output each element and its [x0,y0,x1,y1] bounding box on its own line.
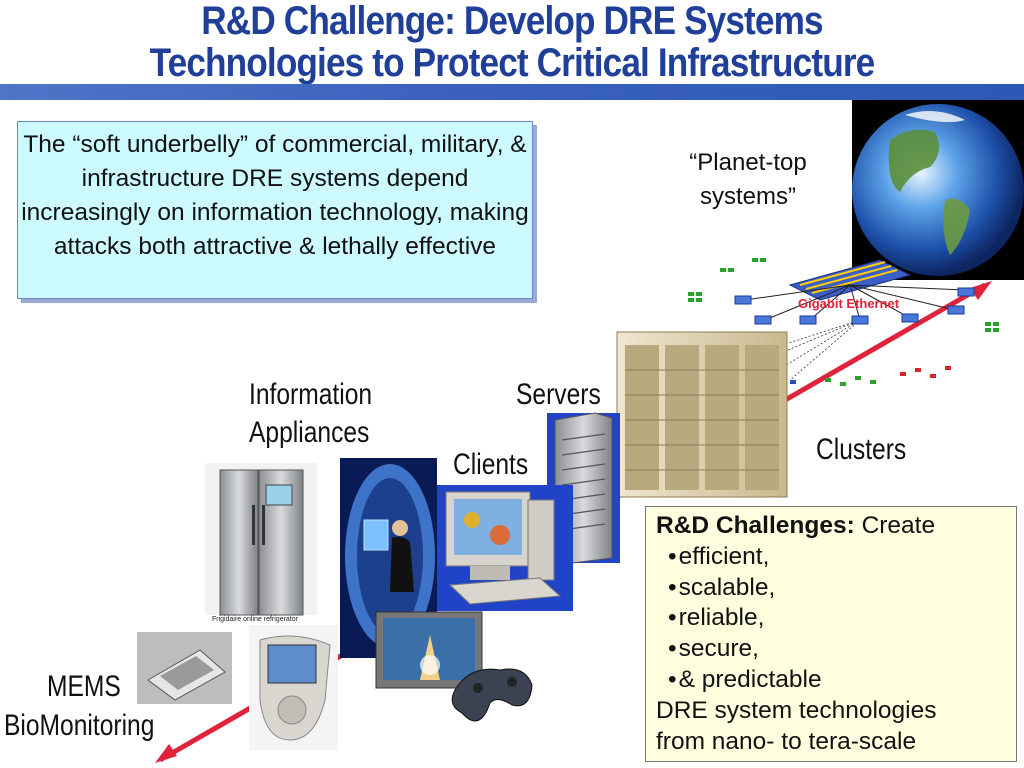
challenges-heading-rest: Create [854,512,936,539]
refrigerator-image [205,463,317,616]
client-pc-image [437,485,573,611]
fridge-caption: Frigidaire online refrigerator [212,616,298,623]
planet-top-label: “Planet-top systems” [689,149,807,210]
challenges-box: R&D Challenges: Create efficient, scalab… [645,506,1017,762]
challenges-heading-bold: R&D Challenges: [656,512,855,539]
challenge-item: & predictable [668,665,1006,696]
quote-box: The “soft underbelly” of commercial, mil… [17,121,533,299]
challenge-item: secure, [668,634,1006,665]
challenge-item: efficient, [668,542,1006,573]
servers-label: Servers [516,378,601,411]
slide-title: R&D Challenge: Develop DRE Systems Techn… [61,0,962,84]
title-line-1: R&D Challenge: Develop DRE Systems [201,0,823,43]
challenges-list: efficient, scalable, reliable, secure, &… [656,542,1006,696]
information-appliances-label: Information Appliances [249,378,373,449]
quote-text: The “soft underbelly” of commercial, mil… [21,131,529,260]
clients-label: Clients [453,448,529,481]
title-line-2: Technologies to Protect Critical Infrast… [149,41,876,85]
clusters-label: Clusters [816,433,907,466]
gigabit-ethernet-label: Gigabit Ethernet [798,296,900,311]
mems-chip-image [137,632,232,704]
mems-label: MEMS [47,670,121,703]
title-band [0,84,1024,100]
challenge-item: reliable, [668,603,1006,634]
earth-globe-icon [852,100,1024,280]
challenges-footer-1: DRE system technologies [656,696,937,724]
handheld-device-image [249,625,338,750]
network-diagram [688,258,999,386]
cluster-racks-image [616,331,788,498]
biomonitoring-label: BioMonitoring [4,709,155,742]
challenge-item: scalable, [668,573,1006,604]
challenges-heading: R&D Challenges: Create [656,511,1006,542]
tv-gamepad-image [375,611,533,722]
challenges-footer-2: from nano- to tera-scale [656,727,917,755]
